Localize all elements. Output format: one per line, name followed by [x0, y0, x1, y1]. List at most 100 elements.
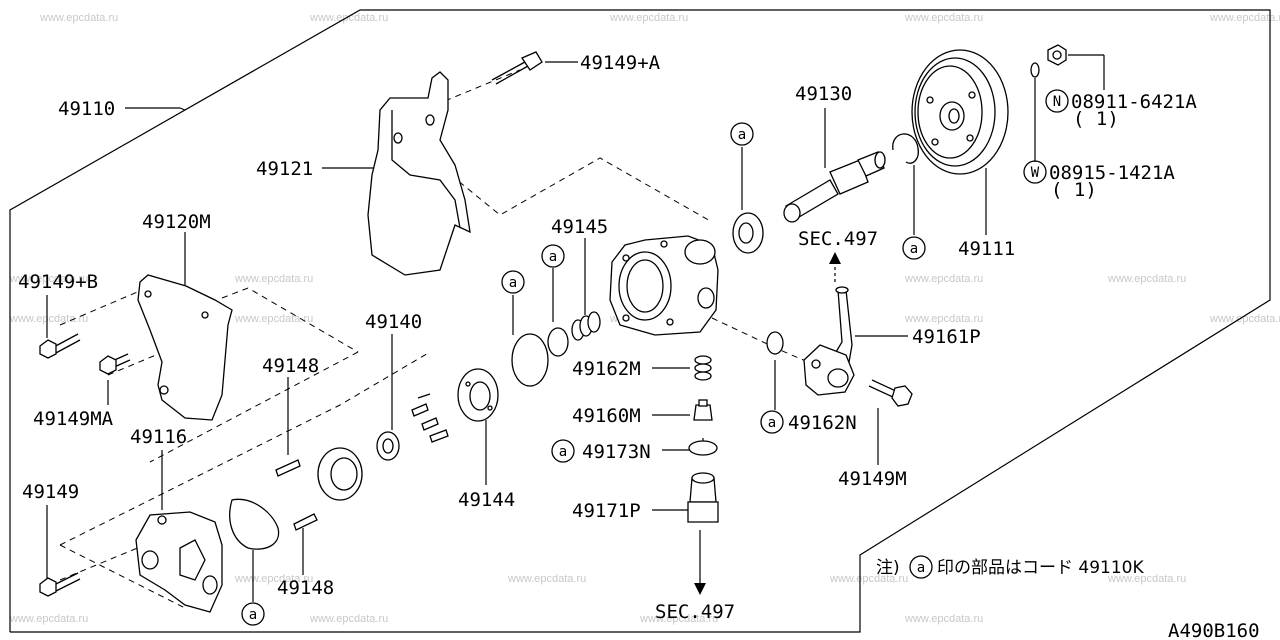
bolt-49149M — [868, 379, 913, 407]
note-text: 印の部品はコード 49110K — [937, 558, 1144, 578]
label-08915: 08915-1421A — [1049, 162, 1175, 184]
watermark: www.epcdata.ru — [234, 573, 313, 585]
side-plate — [317, 447, 363, 501]
svg-text:a: a — [559, 444, 567, 460]
connector-49130 — [783, 151, 886, 223]
label-49110: 49110 — [58, 98, 115, 120]
svg-text:N: N — [1053, 94, 1061, 110]
arrow-up-icon — [829, 252, 841, 264]
label-49120M: 49120M — [142, 211, 211, 233]
svg-text:W: W — [1031, 165, 1040, 181]
bracket-49121 — [367, 71, 471, 276]
note: 注) 印の部品はコード 49110K — [876, 558, 1144, 578]
label-49144: 49144 — [458, 489, 515, 511]
label-08911-qty: ( 1) — [1073, 108, 1119, 130]
label-08911: 08911-6421A — [1071, 91, 1197, 113]
gasket — [229, 498, 280, 550]
svg-text:a: a — [738, 127, 746, 143]
circle-a-icon: a — [541, 244, 565, 268]
watermark: www.epcdata.ru — [309, 12, 388, 24]
watermark: www.epcdata.ru — [829, 573, 908, 585]
connector-49171P — [687, 472, 719, 523]
svg-text:a: a — [509, 275, 517, 291]
pulley-49111 — [911, 49, 1009, 175]
o-ring — [511, 333, 549, 387]
bolt-49149MA — [99, 353, 131, 375]
watermark: www.epcdata.ru — [234, 273, 313, 285]
watermark: www.epcdata.ru — [904, 613, 983, 625]
washer-49162N — [766, 331, 784, 355]
watermark: www.epcdata.ru — [1107, 573, 1186, 585]
spring-49162M — [694, 355, 712, 381]
watermark: www.epcdata.ru — [639, 613, 718, 625]
label-49162M: 49162M — [572, 358, 641, 380]
label-49149A: 49149+A — [580, 52, 661, 74]
label-49149MA: 49149MA — [33, 408, 114, 430]
label-49130: 49130 — [795, 83, 852, 105]
label-sec-497-top: SEC.497 — [798, 228, 878, 250]
label-49149M: 49149M — [838, 468, 907, 490]
pin-49148 — [275, 459, 301, 477]
watermark: www.epcdata.ru — [39, 12, 118, 24]
watermark: www.epcdata.ru — [904, 313, 983, 325]
watermark: www.epcdata.ru — [1107, 273, 1186, 285]
part-labels: 49110 49121 49149+A 49130 08911-6421A ( … — [18, 52, 1197, 623]
o-ring — [547, 327, 569, 357]
svg-text:a: a — [917, 560, 925, 576]
watermark: www.epcdata.ru — [507, 573, 586, 585]
note-prefix: 注) — [876, 558, 900, 578]
svg-text:a: a — [768, 415, 776, 431]
watermark: www.epcdata.ru — [609, 12, 688, 24]
valve-49160M — [693, 399, 713, 421]
seal-ring — [732, 212, 764, 254]
watermark: www.epcdata.ru — [904, 273, 983, 285]
circle-a-icon: a — [909, 555, 933, 579]
circle-a-icon: a — [902, 236, 926, 260]
label-49145: 49145 — [551, 216, 608, 238]
parts — [39, 44, 1067, 613]
label-49111: 49111 — [958, 238, 1015, 260]
bracket-49120M — [137, 274, 233, 421]
arrow-down-icon — [694, 583, 706, 595]
cam-ring-49144 — [457, 368, 499, 422]
label-49148-b: 49148 — [277, 577, 334, 599]
circle-a-icon: a — [760, 410, 784, 434]
bolt-49149 — [39, 572, 81, 597]
svg-text:a: a — [549, 249, 557, 265]
label-49171P: 49171P — [572, 500, 641, 522]
circle-a-markers: a a a a a a a a N W — [241, 89, 1069, 626]
circle-W-icon: W — [1023, 160, 1047, 184]
circle-a-icon: a — [730, 122, 754, 146]
watermark: www.epcdata.ru — [309, 613, 388, 625]
watermark: www.epcdata.ru — [234, 313, 313, 325]
rear-cover-49116 — [135, 511, 223, 613]
watermark: www.epcdata.ru — [1209, 12, 1280, 24]
label-49173N: 49173N — [582, 441, 651, 463]
label-49160M: 49160M — [572, 405, 641, 427]
circle-a-icon: a — [551, 439, 575, 463]
circle-N-icon: N — [1045, 89, 1069, 113]
spring-49145 — [571, 311, 601, 341]
watermark: www.epcdata.ru — [1209, 313, 1280, 325]
label-sec-497-bottom: SEC.497 — [655, 601, 735, 623]
bolt-49149A — [491, 51, 543, 85]
o-ring-49173N — [688, 440, 718, 456]
label-49149B: 49149+B — [18, 271, 98, 293]
bolt-49149B — [39, 333, 81, 359]
watermark: www.epcdata.ru — [9, 613, 88, 625]
label-49148-a: 49148 — [262, 355, 319, 377]
rotor-49140 — [376, 393, 449, 461]
label-49162N: 49162N — [788, 412, 857, 434]
pipe-49161P — [803, 286, 855, 396]
svg-text:a: a — [910, 241, 918, 257]
snap-ring — [892, 133, 919, 164]
label-49140: 49140 — [365, 311, 422, 333]
label-49149: 49149 — [22, 481, 79, 503]
watermark: www.epcdata.ru — [9, 273, 88, 285]
pin-49148 — [293, 513, 318, 531]
diagram-code: A490B160 — [1168, 620, 1260, 640]
svg-text:a: a — [249, 607, 257, 623]
label-08915-qty: ( 1) — [1051, 179, 1097, 201]
nut-and-washer — [1030, 44, 1067, 78]
